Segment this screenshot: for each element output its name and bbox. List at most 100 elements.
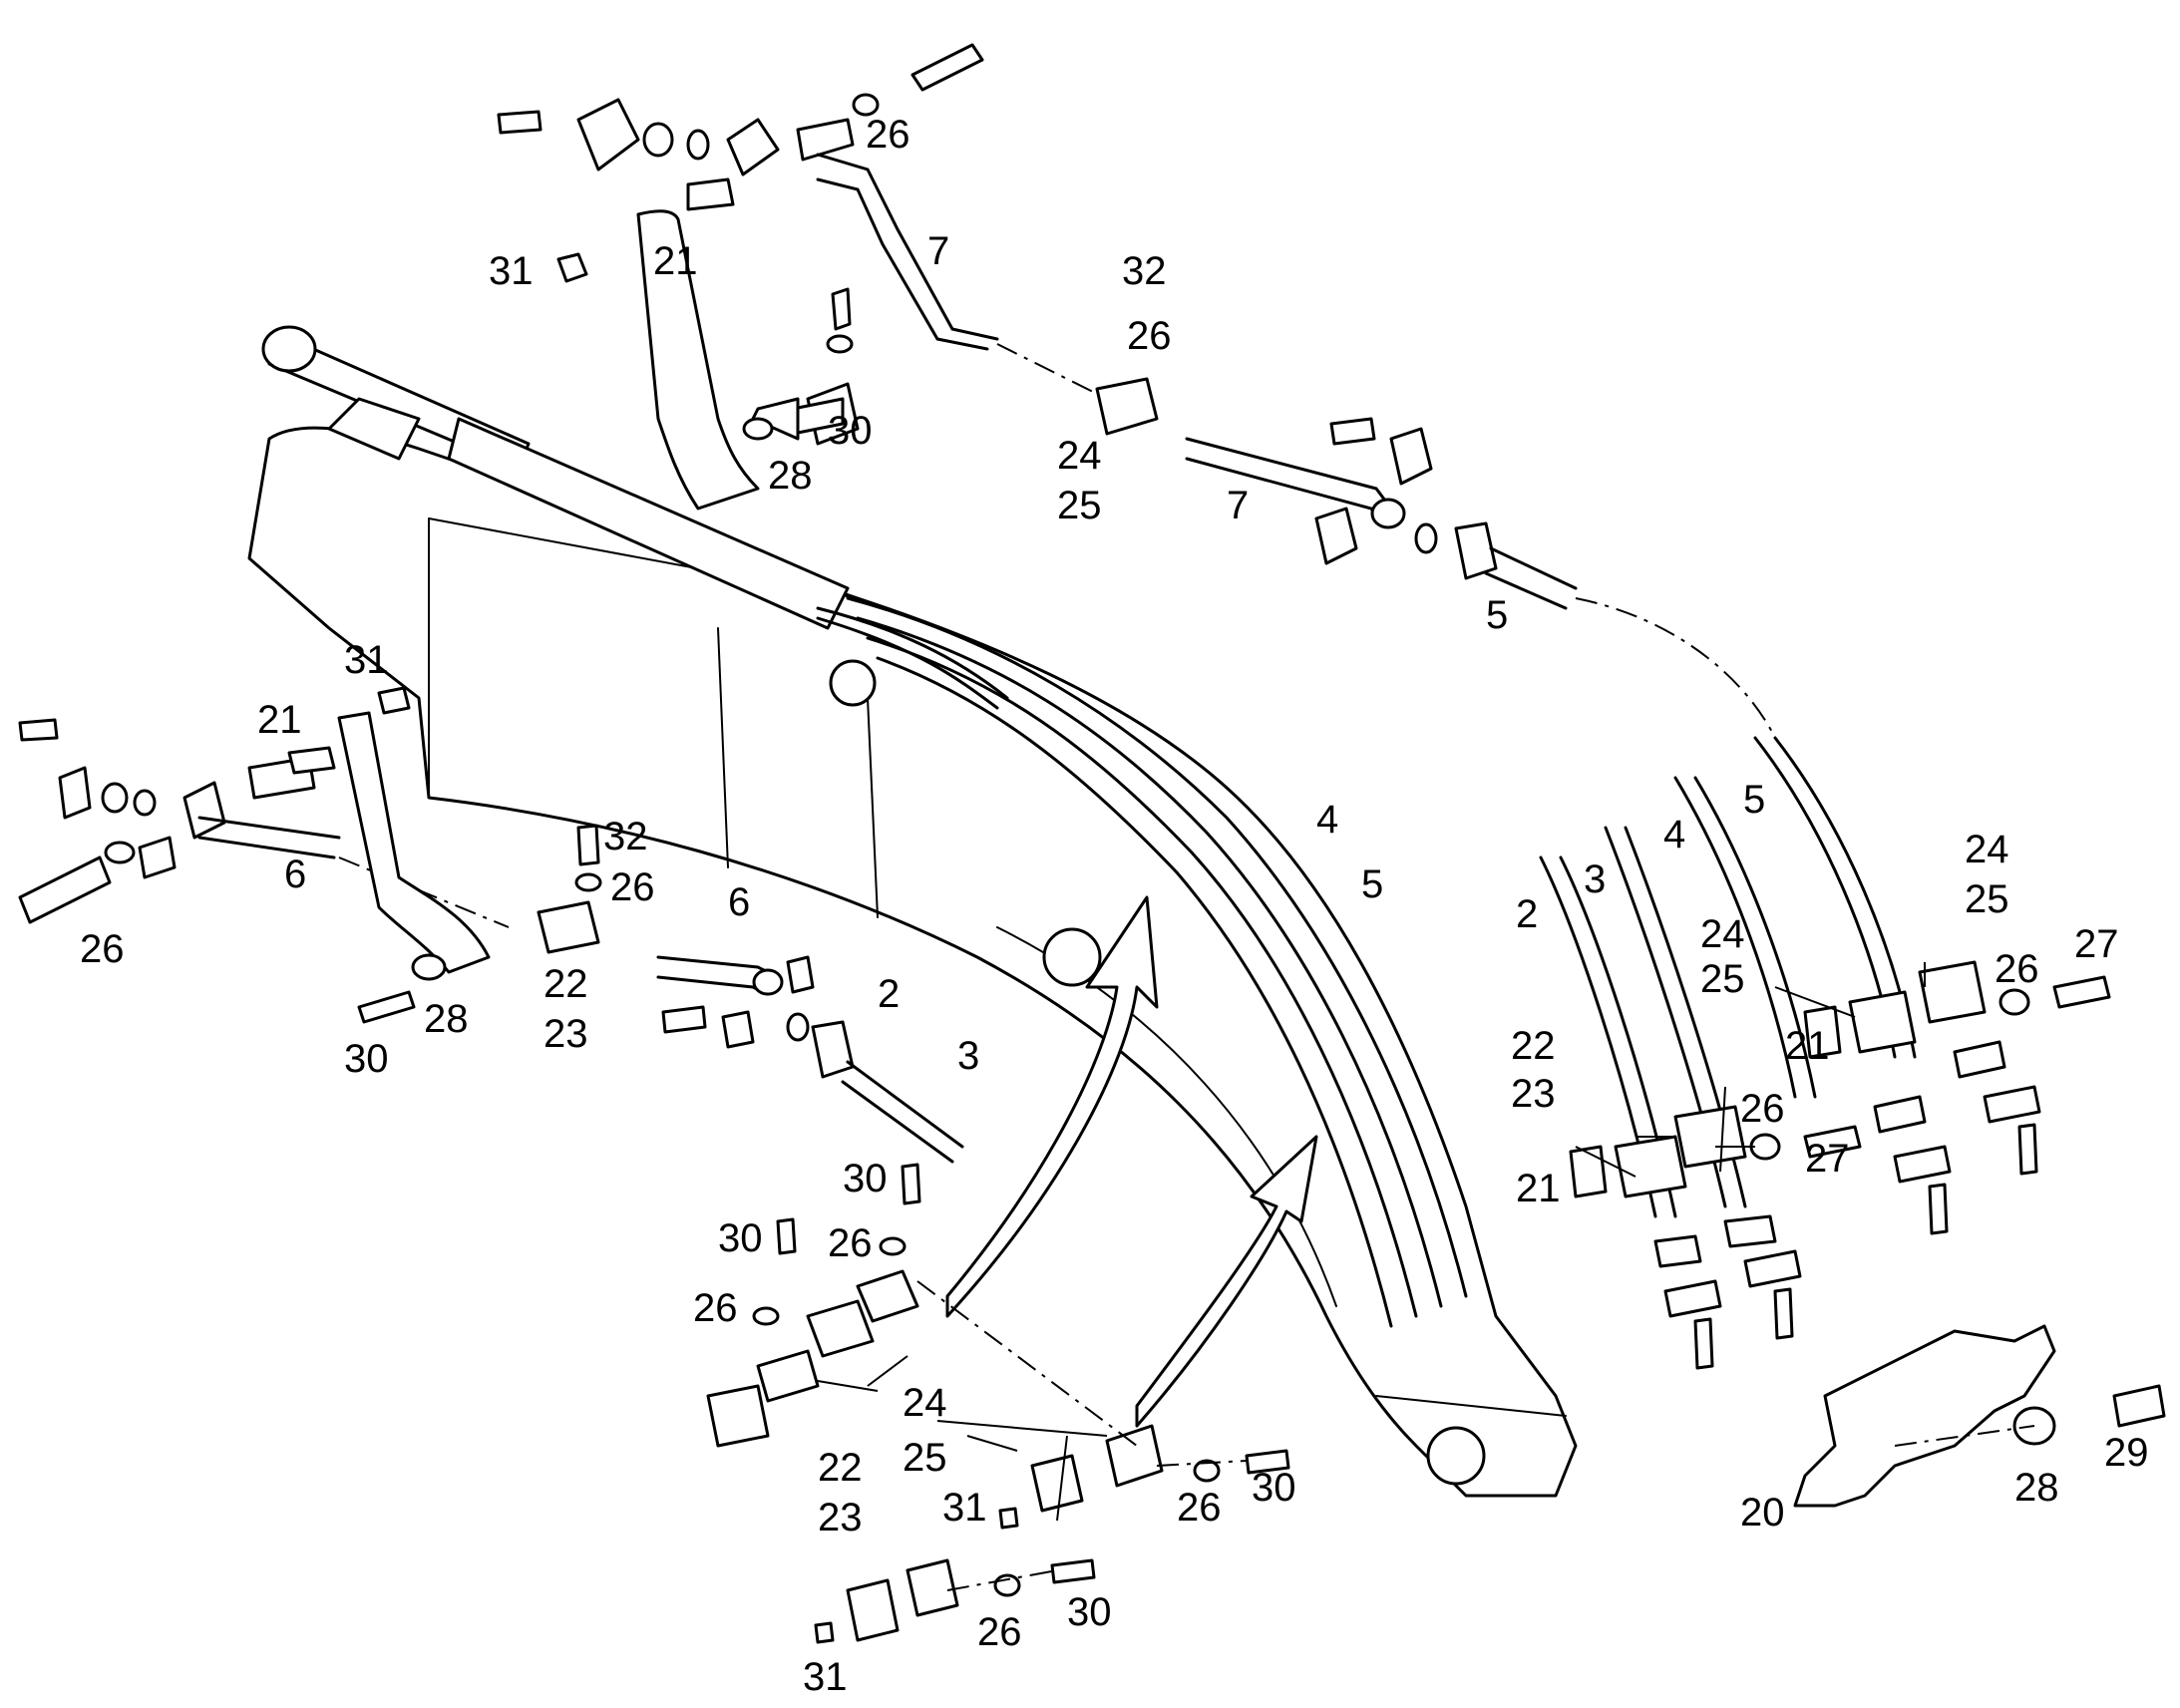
lower-clamp-group xyxy=(706,1163,1290,1644)
callout-28: 28 xyxy=(424,997,469,1041)
washer-icon xyxy=(1998,988,2030,1016)
o-ring-icon xyxy=(1414,522,1438,554)
flange-half-icon xyxy=(721,1010,755,1049)
fitting-icon xyxy=(1653,1234,1702,1268)
flange-clamp-icon xyxy=(811,1020,855,1079)
elbow-fitting-icon xyxy=(1743,1249,1802,1288)
callout-28: 28 xyxy=(768,454,813,498)
callout-26: 26 xyxy=(977,1610,1022,1654)
callout-26: 26 xyxy=(1127,314,1172,358)
washer-icon xyxy=(879,1236,907,1256)
callout-21: 21 xyxy=(1516,1167,1561,1210)
flange-clamp-icon xyxy=(576,98,640,171)
callout-30: 30 xyxy=(718,1216,763,1260)
callout-26: 26 xyxy=(610,865,655,909)
washer-icon xyxy=(411,953,447,981)
callout-4: 4 xyxy=(1663,813,1685,856)
bolt-icon xyxy=(901,1163,921,1205)
fitting-icon xyxy=(1723,1214,1777,1248)
right-assembly-lines-2-5 xyxy=(1539,736,2111,1370)
direction-arrows xyxy=(945,895,1318,1428)
o-ring-icon xyxy=(133,789,157,817)
clamp-half-icon xyxy=(1030,1454,1084,1513)
callout-22: 22 xyxy=(818,1446,863,1490)
callout-6: 6 xyxy=(284,853,306,896)
bolt-icon xyxy=(661,1005,707,1034)
nut-icon xyxy=(998,1507,1019,1530)
clamp-half-icon xyxy=(756,1349,820,1403)
callout-labels: 26 7 31 21 32 26 30 28 24 25 7 5 31 21 6… xyxy=(80,113,2149,1699)
clamp-block-icon xyxy=(287,746,336,775)
clamp-block-icon xyxy=(1803,1005,1842,1059)
callout-2: 2 xyxy=(878,972,900,1016)
callout-5: 5 xyxy=(1743,778,1765,822)
clamp-half-icon xyxy=(846,1578,900,1642)
support-bracket-icon xyxy=(337,711,491,974)
elbow-fitting-icon xyxy=(1663,1279,1722,1318)
nut-icon xyxy=(556,252,588,283)
washer-icon xyxy=(1749,1133,1781,1161)
fitting-end-icon xyxy=(1370,498,1406,529)
washer-icon xyxy=(752,1306,780,1326)
support-bracket-icon xyxy=(636,209,760,511)
o-ring-icon xyxy=(786,1012,810,1042)
washer-icon xyxy=(1193,1459,1221,1483)
callout-26: 26 xyxy=(828,1221,873,1265)
callout-23: 23 xyxy=(1511,1072,1556,1116)
clamp-block-icon xyxy=(1569,1145,1608,1198)
boom-pivot-icon xyxy=(829,659,877,707)
callout-21: 21 xyxy=(257,698,302,742)
bracket-icon xyxy=(138,836,177,879)
nut-icon xyxy=(377,686,411,715)
callout-5: 5 xyxy=(1486,593,1508,637)
adapter-icon xyxy=(1693,1317,1714,1370)
callout-28: 28 xyxy=(2014,1466,2059,1510)
callout-31: 31 xyxy=(344,638,389,682)
top-assembly-line-7 xyxy=(497,43,1776,739)
flange-half-icon xyxy=(786,955,815,994)
flange-half-icon xyxy=(182,781,226,840)
fitting-icon xyxy=(1953,1040,2006,1079)
bolt-icon xyxy=(357,990,416,1024)
callout-26: 26 xyxy=(693,1286,738,1330)
clamp-half-icon xyxy=(806,1299,875,1358)
pipe-clamp-icon xyxy=(1848,990,1917,1054)
callout-30: 30 xyxy=(1252,1466,1296,1510)
callout-31: 31 xyxy=(803,1655,848,1699)
clamp-half-icon xyxy=(906,1558,959,1617)
hose-bundle-on-boom xyxy=(816,596,1468,1328)
flange-half-icon xyxy=(1314,507,1358,565)
flange-half-icon xyxy=(58,766,92,820)
callout-6: 6 xyxy=(728,880,750,924)
pipe-clamp-icon xyxy=(1918,960,1987,1024)
clamp-half-icon xyxy=(1105,1424,1164,1488)
o-ring-icon xyxy=(101,782,129,814)
callout-30: 30 xyxy=(828,409,873,453)
clamp-block-icon xyxy=(686,177,735,211)
callout-25: 25 xyxy=(1700,957,1745,1001)
bolt-icon xyxy=(1803,1125,1862,1159)
callout-24: 24 xyxy=(1700,912,1745,956)
callout-25: 25 xyxy=(1965,877,2009,921)
adapter-icon xyxy=(1928,1183,1949,1235)
callout-26: 26 xyxy=(1177,1486,1222,1530)
pipe-clamp-icon xyxy=(1614,1135,1687,1198)
pipe-clamp-icon xyxy=(1673,1105,1747,1169)
callout-27: 27 xyxy=(1805,1137,1850,1181)
callout-31: 31 xyxy=(489,249,534,293)
callout-2: 2 xyxy=(1516,892,1538,936)
callout-26: 26 xyxy=(866,113,910,157)
callout-3: 3 xyxy=(957,1034,979,1078)
pipe-clamp-icon xyxy=(1095,377,1159,436)
washer-icon xyxy=(993,1573,1021,1597)
bolt-icon xyxy=(2052,975,2111,1009)
callout-22: 22 xyxy=(1511,1024,1556,1068)
callout-24: 24 xyxy=(903,1381,947,1425)
callout-24: 24 xyxy=(1965,828,2009,871)
o-ring-icon xyxy=(642,122,674,158)
bolt-icon xyxy=(1329,417,1376,446)
bolt-icon xyxy=(576,824,600,866)
flange-half-icon xyxy=(726,118,780,176)
arm-cylinder xyxy=(261,325,850,630)
callout-30: 30 xyxy=(843,1157,888,1200)
